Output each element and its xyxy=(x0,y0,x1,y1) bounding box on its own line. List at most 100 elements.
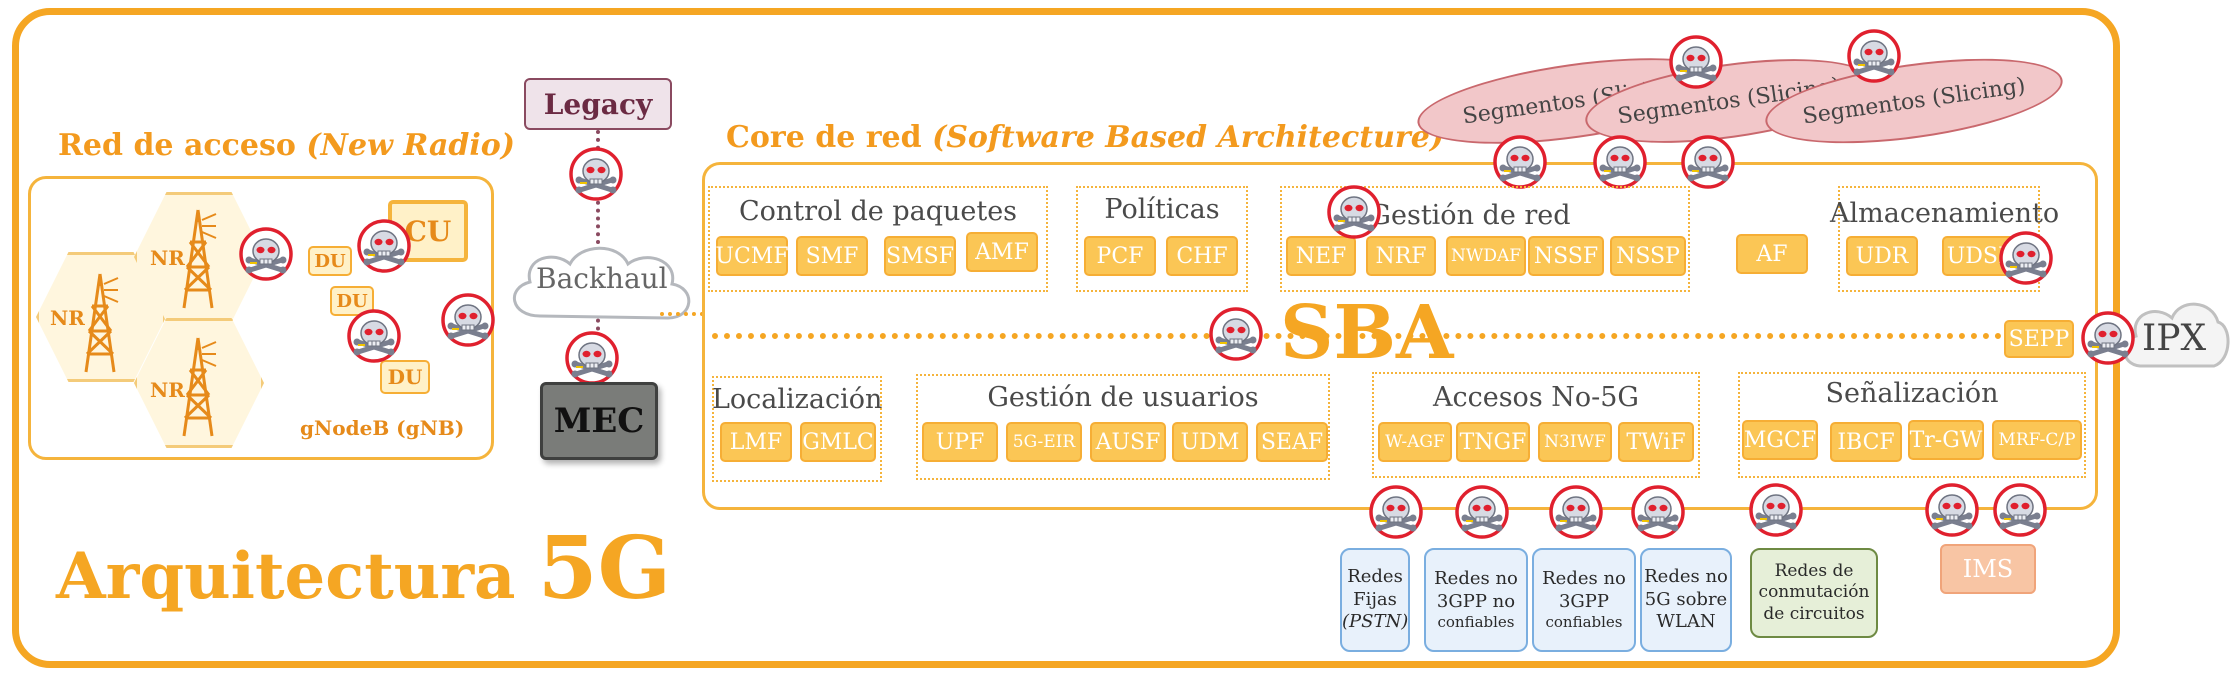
nf-nrf: NRF xyxy=(1366,236,1436,276)
skull-crossbones-icon xyxy=(1846,28,1902,84)
tower-icon xyxy=(178,330,218,440)
group-gestion-red xyxy=(1280,186,1690,292)
skull-crossbones-icon xyxy=(1748,482,1804,538)
skull-crossbones-icon xyxy=(1680,134,1736,190)
ext-redes-fijas: Redes Fijas (PSTN) xyxy=(1340,548,1410,652)
access-title-italic: (New Radio) xyxy=(306,128,515,163)
nf-n3iwf: N3IWF xyxy=(1538,422,1612,462)
ext-no3gpp-confiables: Redes no 3GPP confiables xyxy=(1532,548,1636,652)
ext-line: confiables xyxy=(1545,613,1623,632)
nf-ausf: AUSF xyxy=(1090,422,1166,462)
skull-crossbones-icon xyxy=(356,218,412,274)
nf-udr: UDR xyxy=(1846,236,1918,276)
skull-crossbones-icon xyxy=(1992,482,2048,538)
tower-icon xyxy=(178,202,218,312)
title-5g: 5G xyxy=(537,518,672,619)
backhaul-cloud xyxy=(513,246,691,320)
skull-crossbones-icon xyxy=(1592,134,1648,190)
nf-af: AF xyxy=(1736,234,1808,274)
skull-crossbones-icon xyxy=(1998,230,2054,286)
skull-crossbones-icon xyxy=(1326,184,1382,240)
core-title-italic: (Software Based Architecture) xyxy=(932,120,1445,155)
nf-upf: UPF xyxy=(922,422,998,462)
skull-crossbones-icon xyxy=(346,308,402,364)
title-text: Arquitectura xyxy=(56,539,516,614)
ext-line: Redes xyxy=(1347,566,1403,588)
group-politicas xyxy=(1076,186,1248,292)
ext-line: Redes no xyxy=(1644,566,1728,588)
ext-line: Redes no xyxy=(1542,568,1626,590)
nf-smsf: SMSF xyxy=(884,236,956,276)
skull-crossbones-icon xyxy=(1630,484,1686,540)
skull-crossbones-icon xyxy=(1668,34,1724,90)
ims-box: IMS xyxy=(1940,544,2036,594)
tower-icon xyxy=(80,266,120,376)
nf-w-agf: W-AGF xyxy=(1378,422,1452,462)
group-title: Almacenamiento xyxy=(1830,198,2060,229)
du-box-1: DU xyxy=(308,246,352,276)
ext-line: Redes de xyxy=(1774,561,1854,582)
nr-label-2: NR xyxy=(150,246,185,270)
ext-line: confiables xyxy=(1437,613,1515,632)
ext-conmutacion-circuitos: Redes de conmutación de circuitos xyxy=(1750,548,1878,638)
du-box-2: DU xyxy=(330,286,374,316)
nf-5g-eir: 5G-EIR xyxy=(1006,422,1082,462)
skull-crossbones-icon xyxy=(2080,310,2136,366)
mec-box: MEC xyxy=(540,382,658,460)
ext-no3gpp-no-confiables: Redes no 3GPP no confiables xyxy=(1424,548,1528,652)
group-control-paquetes xyxy=(708,186,1048,292)
skull-crossbones-icon xyxy=(564,330,620,386)
ext-line: Fijas xyxy=(1353,588,1397,610)
group-gestion-usuarios xyxy=(916,374,1330,480)
nf-nwdaf: NWDAF xyxy=(1446,236,1526,276)
group-title: Gestión de usuarios xyxy=(987,382,1259,413)
ext-line: conmutación xyxy=(1758,582,1870,603)
sba-label: SBA xyxy=(1280,290,1454,376)
group-title: Señalización xyxy=(1825,378,1999,409)
du-box-3: DU xyxy=(380,360,430,394)
nf-seaf: SEAF xyxy=(1256,422,1328,462)
nf-tr-gw: Tr-GW xyxy=(1908,420,1984,460)
group-title: Control de paquetes xyxy=(738,196,1018,227)
nf-smf: SMF xyxy=(796,236,868,276)
skull-crossbones-icon xyxy=(568,146,624,202)
core-title-text: Core de red xyxy=(726,120,922,155)
skull-crossbones-icon xyxy=(1548,484,1604,540)
nf-nssf: NSSF xyxy=(1528,236,1604,276)
ext-line: 3GPP xyxy=(1558,590,1610,612)
nf-nef: NEF xyxy=(1286,236,1356,276)
ext-line: Redes no xyxy=(1434,568,1518,590)
nf-mgcf: MGCF xyxy=(1742,420,1818,460)
nr-label-1: NR xyxy=(50,306,85,330)
nf-ibcf: IBCF xyxy=(1830,422,1902,462)
ext-line: 5G sobre xyxy=(1644,588,1728,610)
nf-pcf: PCF xyxy=(1084,236,1156,276)
nf-udm: UDM xyxy=(1172,422,1248,462)
ext-line: WLAN xyxy=(1656,611,1716,633)
access-title-text: Red de acceso xyxy=(58,128,296,163)
skull-crossbones-icon xyxy=(1208,306,1264,362)
nf-twif: TWiF xyxy=(1618,422,1694,462)
nf-sepp: SEPP xyxy=(2004,320,2074,358)
skull-crossbones-icon xyxy=(1368,484,1424,540)
backhaul-to-core-link xyxy=(660,312,704,316)
legacy-box: Legacy xyxy=(524,78,672,130)
group-title: Políticas xyxy=(1104,194,1220,225)
group-senalizacion xyxy=(1738,372,2086,478)
skull-crossbones-icon xyxy=(1454,484,1510,540)
skull-crossbones-icon xyxy=(440,292,496,348)
group-accesos-no5g xyxy=(1372,372,1700,478)
group-title: Accesos No-5G xyxy=(1432,382,1640,413)
ipx-label: IPX xyxy=(2142,318,2207,359)
access-title: Red de acceso (New Radio) xyxy=(58,128,515,163)
nf-nssp: NSSP xyxy=(1610,236,1686,276)
gnb-label: gNodeB (gNB) xyxy=(300,416,465,440)
nf-mrf-cp: MRF-C/P xyxy=(1992,420,2082,460)
skull-crossbones-icon xyxy=(1924,482,1980,538)
group-title: Localización xyxy=(712,384,883,415)
ext-line: (PSTN) xyxy=(1342,611,1409,633)
nf-gmlc: GMLC xyxy=(800,422,876,462)
nf-lmf: LMF xyxy=(720,422,792,462)
ext-no5g-wlan: Redes no 5G sobre WLAN xyxy=(1640,548,1732,652)
backhaul-label: Backhaul xyxy=(536,262,668,295)
